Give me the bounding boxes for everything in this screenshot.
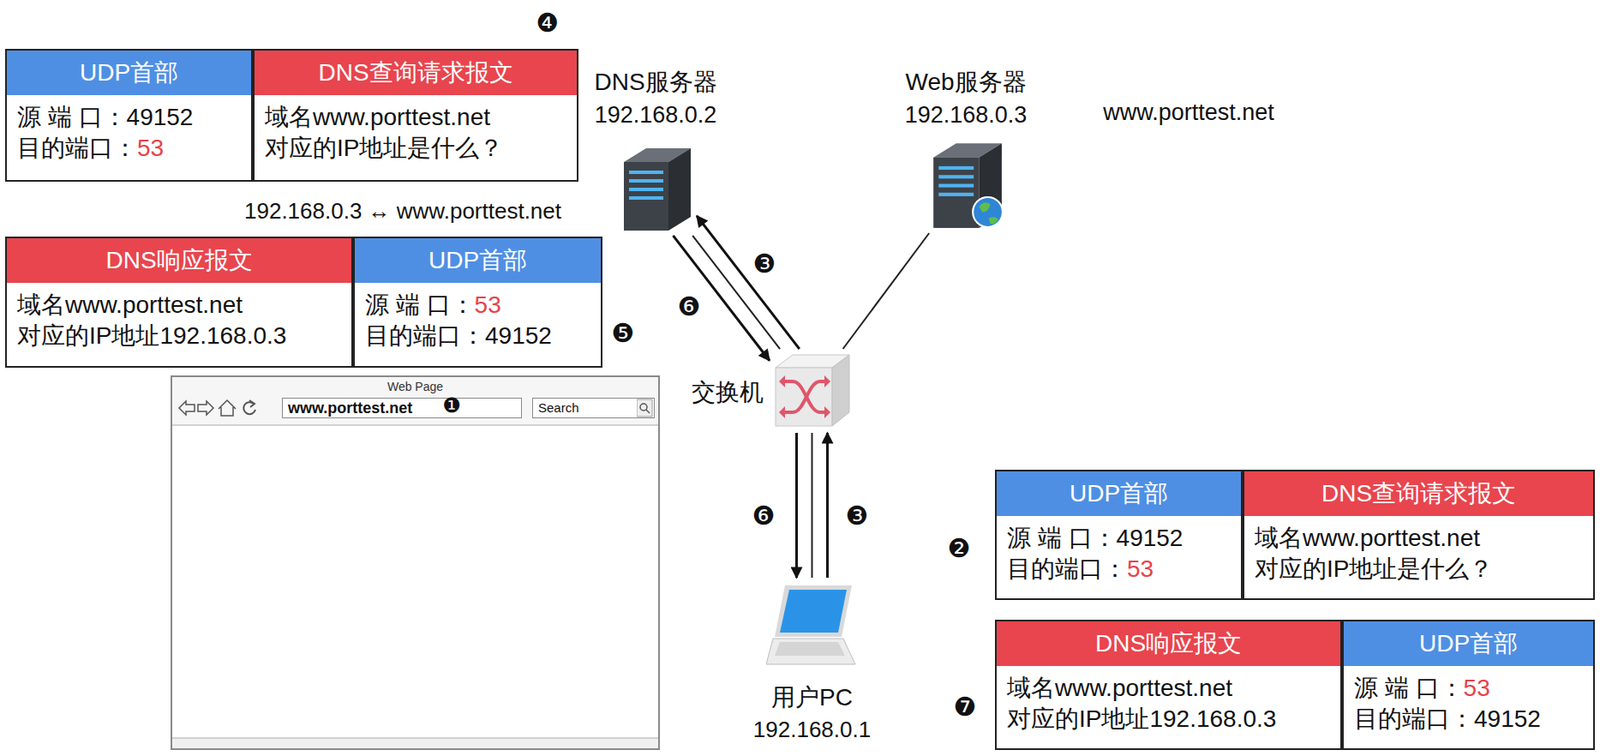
table-header: UDP首部 <box>996 471 1241 516</box>
browser-chrome <box>172 377 659 749</box>
switch-icon <box>775 354 850 426</box>
table-row: 目的端口：49152 <box>365 320 591 352</box>
globe-icon <box>972 197 1003 228</box>
callout-number: ❻ <box>677 291 702 322</box>
field-text: 目的端口：49152 <box>1354 705 1541 732</box>
search-box: Search <box>532 397 655 419</box>
field-text: 目的端口：49152 <box>365 322 552 349</box>
network-link <box>843 233 930 349</box>
dns-message-cell: DNS查询请求报文域名www.porttest.net 对应的IP地址是什么？ <box>1242 469 1595 600</box>
table-row: 目的端口：49152 <box>1354 703 1583 735</box>
web-server: Web服务器192.168.0.3 <box>926 137 1006 230</box>
udp-header-cell: UDP首部源 端 口：49152目的端口：53 <box>5 48 253 182</box>
message-arrow <box>696 215 800 349</box>
field-text: 域名www.porttest.net 对应的IP地址192.168.0.3 <box>17 291 287 349</box>
ip-address: 192.168.0.3 <box>837 101 1095 129</box>
field-text: 目的端口： <box>17 134 138 162</box>
browser-chrome <box>172 377 659 749</box>
message-arrow <box>826 432 829 578</box>
browser-window: www.porttest.net Search Web Page <box>170 375 660 750</box>
window-title: Web Page <box>172 379 659 394</box>
table-row: 目的端口：53 <box>17 132 241 164</box>
udp-header-cell: UDP首部源 端 口：53目的端口：49152 <box>353 236 603 368</box>
user-pc: 用户PC192.168.0.1 <box>766 581 858 669</box>
field-text: 源 端 口：49152 <box>17 103 193 131</box>
network-link <box>692 235 780 349</box>
callout-number: ❸ <box>753 248 777 279</box>
table-row: 源 端 口：49152 <box>17 101 241 133</box>
ip-address: 192.168.0.1 <box>683 716 941 744</box>
field-text: 域名www.porttest.net 对应的IP地址192.168.0.3 <box>1006 674 1277 732</box>
table-body: 域名www.porttest.net 对应的IP地址192.168.0.3 <box>996 665 1341 741</box>
field-text: 域名www.porttest.net 对应的IP地址是什么？ <box>1254 524 1493 582</box>
dns-server-icon <box>617 143 695 233</box>
table-row: 目的端口：53 <box>1006 553 1231 585</box>
network-switch-icon <box>772 352 852 429</box>
dns-message-cell: DNS响应报文域名www.porttest.net 对应的IP地址192.168… <box>994 619 1343 750</box>
field-text: Search <box>538 398 580 418</box>
ip-address: 192.168.0.2 <box>527 101 785 129</box>
table-row: 域名www.porttest.net 对应的IP地址192.168.0.3 <box>17 289 342 353</box>
network-link <box>811 432 814 578</box>
table-header: DNS查询请求报文 <box>254 50 577 96</box>
table-row: 源 端 口：49152 <box>1006 522 1231 554</box>
search-icon <box>636 398 654 418</box>
callout-number: ❺ <box>611 317 636 348</box>
table-row: 域名www.porttest.net 对应的IP地址192.168.0.3 <box>1006 672 1331 736</box>
search-icon <box>636 399 653 417</box>
udp-header-cell: UDP首部源 端 口：49152目的端口：53 <box>994 469 1243 600</box>
table-header: UDP首部 <box>6 50 252 96</box>
table-row: 域名www.porttest.net 对应的IP地址是什么？ <box>1254 522 1583 586</box>
web-server-icon <box>926 137 1006 230</box>
annotation: www.porttest.net <box>1102 99 1275 126</box>
message-arrow <box>795 432 798 578</box>
table-body: 域名www.porttest.net 对应的IP地址是什么？ <box>254 95 577 170</box>
server-icon <box>623 148 691 231</box>
device-name: DNS服务器 <box>527 65 785 99</box>
table-header: DNS查询请求报文 <box>1244 471 1594 516</box>
device-name: Web服务器 <box>837 65 1095 99</box>
dns-message-cell: DNS响应报文域名www.porttest.net 对应的IP地址192.168… <box>5 236 354 368</box>
callout-number: ❻ <box>752 500 776 531</box>
dns-server: DNS服务器192.168.0.2 <box>617 143 695 233</box>
table-body: 源 端 口：49152目的端口：53 <box>6 95 252 170</box>
network-switch: 交换机 <box>772 352 852 429</box>
table-header: DNS响应报文 <box>6 238 352 283</box>
table-body: 域名www.porttest.net 对应的IP地址是什么？ <box>1244 515 1594 591</box>
table-header: DNS响应报文 <box>996 621 1341 666</box>
field-text: 源 端 口： <box>1354 674 1464 702</box>
device-name: 用户PC <box>683 681 941 714</box>
field-text: 目的端口： <box>1006 555 1127 582</box>
annotation: 192.168.0.3 ↔ www.porttest.net <box>244 197 562 225</box>
port-number: 53 <box>474 291 502 318</box>
field-text: 源 端 口：49152 <box>1006 524 1183 552</box>
callout-number: ❹ <box>536 7 560 38</box>
field-text: 源 端 口： <box>365 291 475 318</box>
device-name: 交换机 <box>669 376 764 409</box>
table-row: 源 端 口：53 <box>1354 672 1583 704</box>
table-body: 源 端 口：49152目的端口：53 <box>996 515 1241 591</box>
callout-number: ❷ <box>947 533 971 564</box>
port-number: 53 <box>1126 555 1154 582</box>
address-bar: www.porttest.net <box>281 397 522 419</box>
table-row: 源 端 口：53 <box>365 289 591 321</box>
table-body: 域名www.porttest.net 对应的IP地址192.168.0.3 <box>6 282 352 358</box>
port-number: 53 <box>1463 674 1491 702</box>
table-header: UDP首部 <box>354 238 601 283</box>
udp-header-cell: UDP首部源 端 口：53目的端口：49152 <box>1342 619 1595 750</box>
dns-message-cell: DNS查询请求报文域名www.porttest.net 对应的IP地址是什么？ <box>252 48 579 182</box>
callout-number: ❶ <box>442 393 462 418</box>
laptop-icon <box>766 585 856 665</box>
callout-number: ❼ <box>953 691 977 722</box>
table-row: 域名www.porttest.net 对应的IP地址是什么？ <box>264 101 567 165</box>
table-body: 源 端 口：53目的端口：49152 <box>1343 665 1594 741</box>
port-number: 53 <box>137 134 164 162</box>
field-text: 域名www.porttest.net 对应的IP地址是什么？ <box>264 103 504 162</box>
table-body: 源 端 口：53目的端口：49152 <box>354 282 601 358</box>
user-pc-icon <box>766 581 858 669</box>
table-header: UDP首部 <box>1343 621 1594 666</box>
callout-number: ❸ <box>845 500 869 531</box>
field-text: www.porttest.net <box>287 398 413 418</box>
